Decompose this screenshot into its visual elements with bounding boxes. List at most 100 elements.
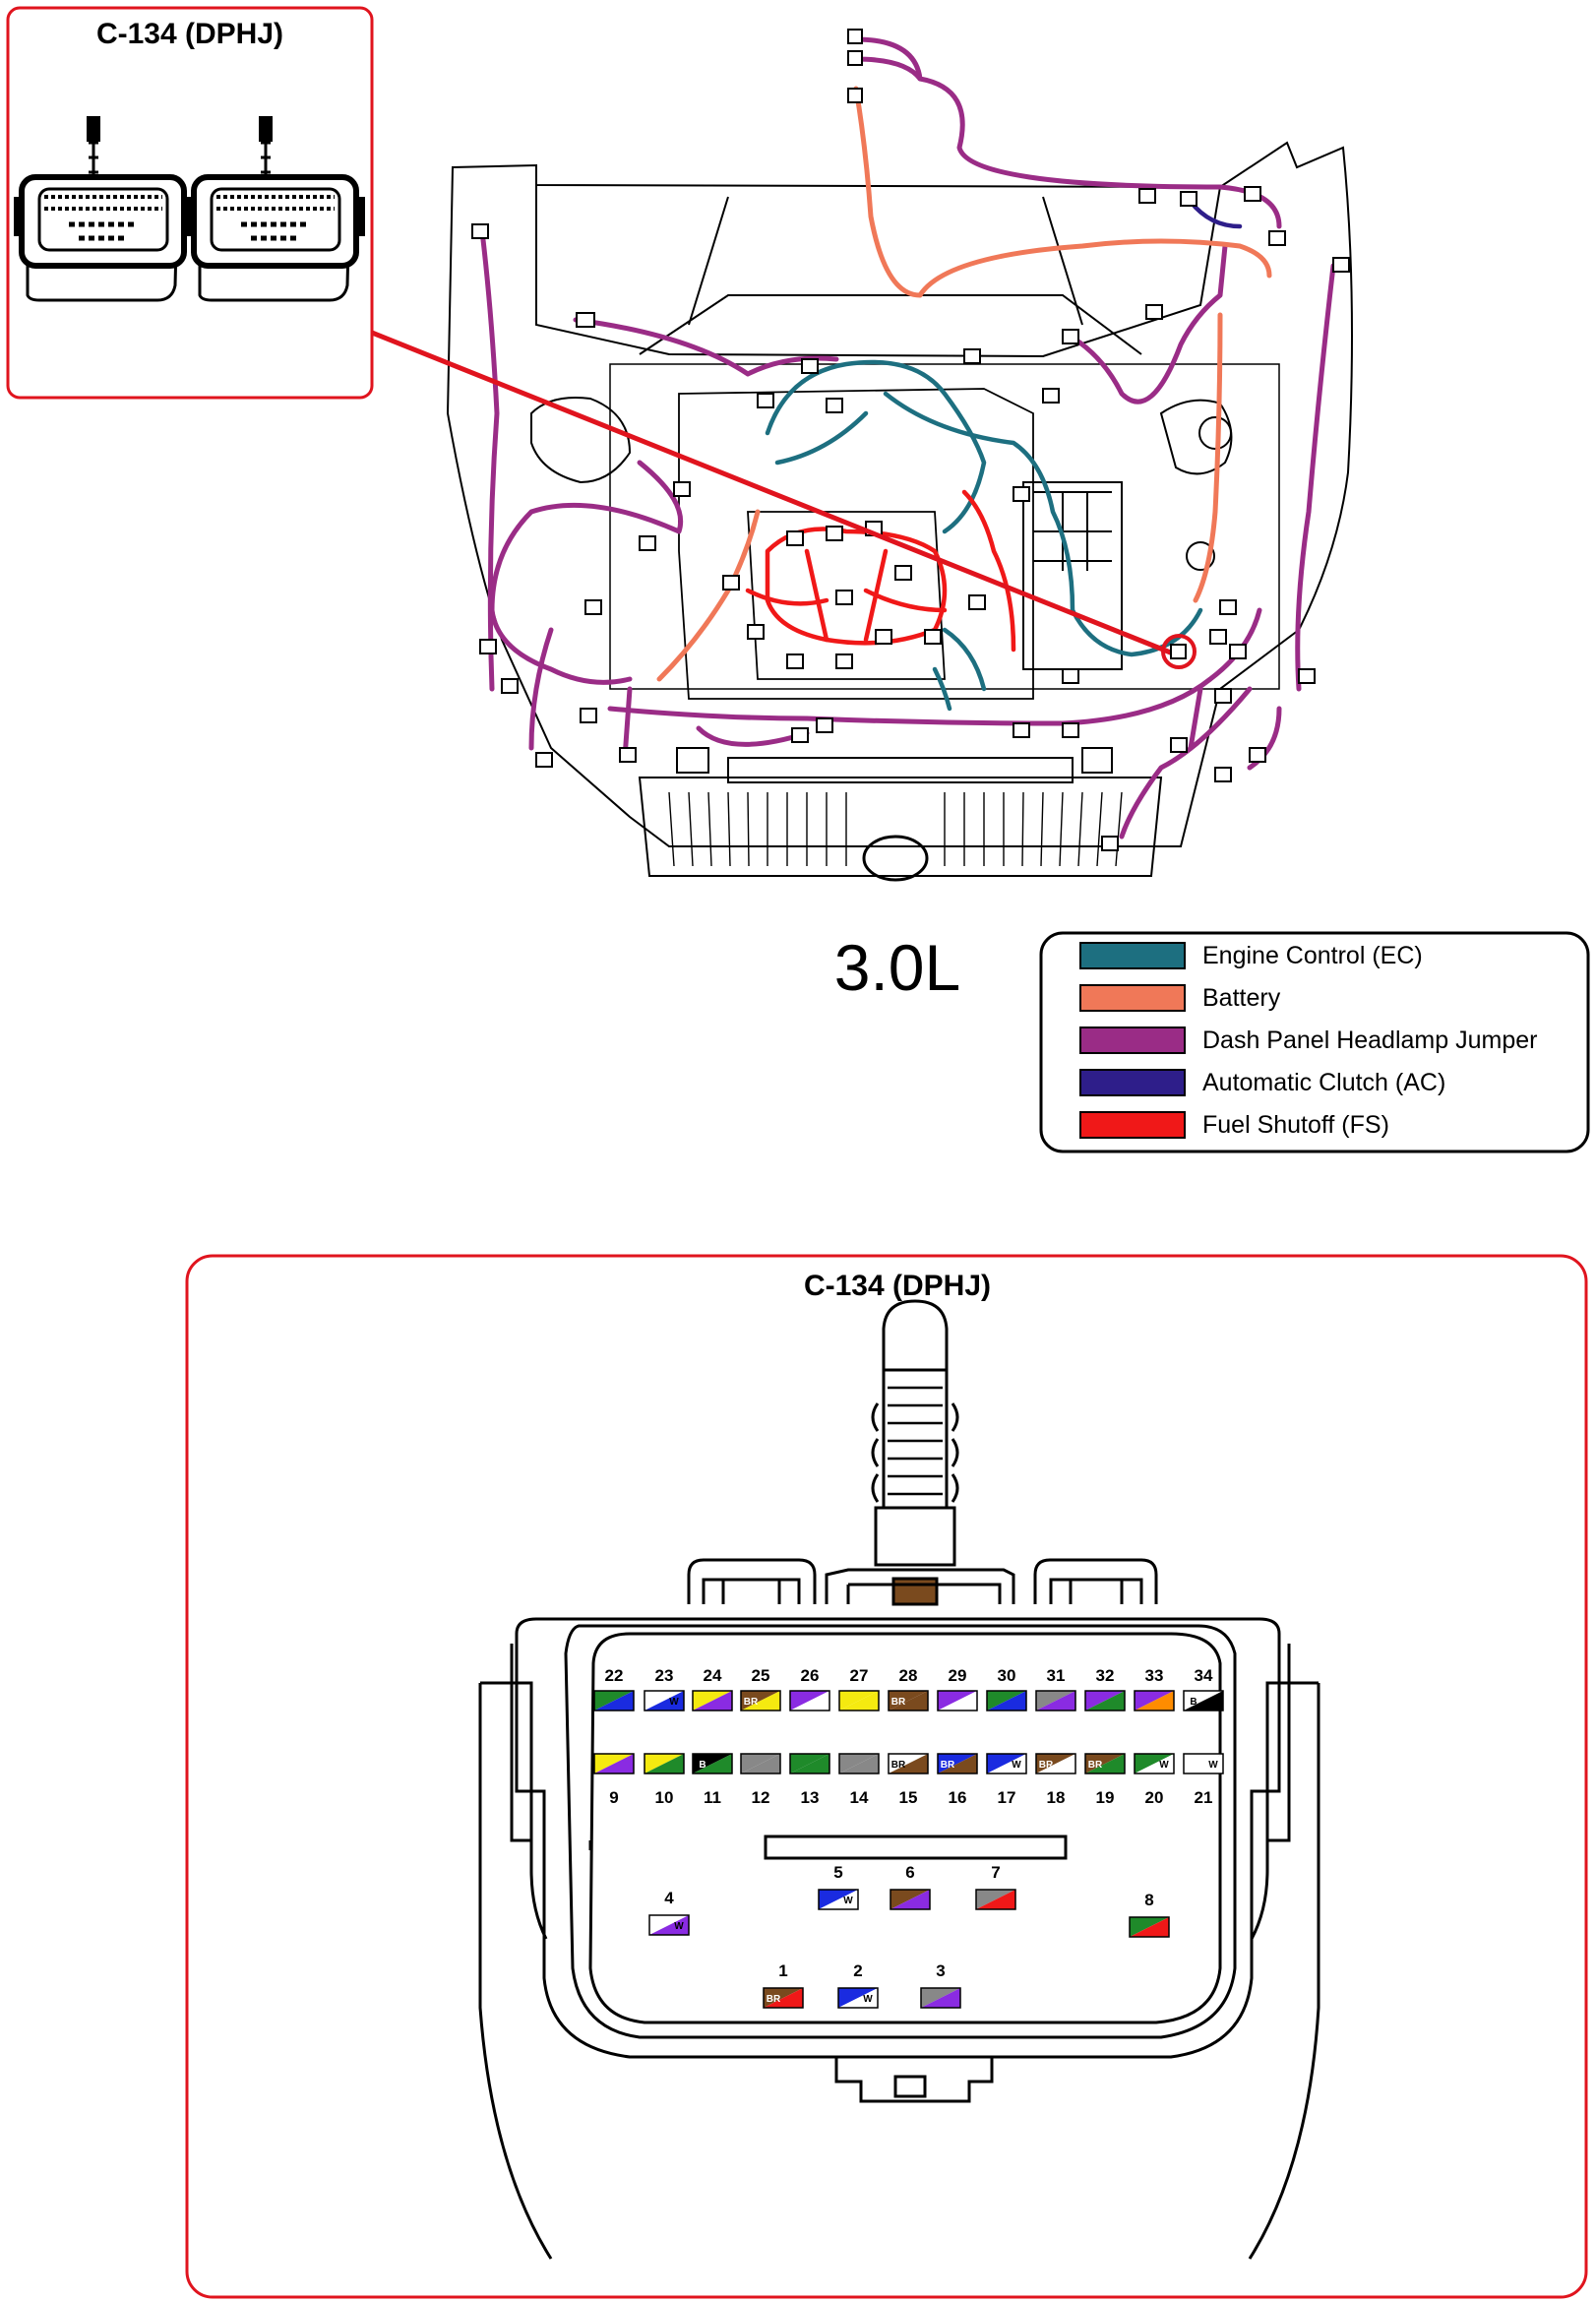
pin-color-secondary xyxy=(790,1754,829,1773)
pin-22: 22 xyxy=(593,1666,635,1711)
pin-number: 25 xyxy=(752,1666,770,1685)
connector-locator-circle xyxy=(1161,634,1197,669)
pin-number: 19 xyxy=(1096,1788,1115,1807)
pin-color-secondary xyxy=(1036,1754,1075,1773)
pin-number: 5 xyxy=(833,1863,842,1882)
pin-number: 8 xyxy=(1144,1891,1153,1909)
pin-outline xyxy=(1134,1690,1175,1711)
pin-32: 32 xyxy=(1084,1666,1126,1711)
pin-color-secondary xyxy=(693,1691,732,1711)
legend-label: Battery xyxy=(1202,984,1281,1012)
pin-color-secondary xyxy=(889,1691,928,1711)
pin-number: 15 xyxy=(899,1788,918,1807)
pin-outline xyxy=(1084,1753,1126,1774)
pin-color-code: BR xyxy=(891,1760,906,1771)
pin-2: W2 xyxy=(837,1961,879,2009)
pin-color-code: BR xyxy=(744,1697,759,1708)
pin-outline xyxy=(692,1753,733,1774)
pin-color-secondary xyxy=(790,1691,829,1711)
pin-outline xyxy=(838,1753,880,1774)
pin-outline xyxy=(648,1914,690,1936)
pin-4: W4 xyxy=(648,1889,690,1936)
pin-color-code: W xyxy=(1012,1760,1021,1771)
engine-bay xyxy=(446,141,1353,882)
pin-color-code: W xyxy=(1159,1760,1169,1771)
legend-swatch xyxy=(1079,1027,1186,1054)
pin-number: 6 xyxy=(905,1863,914,1882)
pin-outline xyxy=(593,1753,635,1774)
pin-number: 33 xyxy=(1145,1666,1164,1685)
pin-6: 6 xyxy=(890,1863,931,1910)
pin-number: 16 xyxy=(949,1788,967,1807)
pin-34: B34 xyxy=(1183,1666,1224,1711)
connector-panel-frame xyxy=(185,1254,1588,2299)
pin-27: 27 xyxy=(838,1666,880,1711)
pin-number: 4 xyxy=(664,1889,674,1907)
pin-14: 14 xyxy=(838,1753,880,1807)
pin-15: BR 15 xyxy=(888,1753,929,1807)
pin-color-secondary xyxy=(693,1754,732,1773)
pin-10: 10 xyxy=(644,1753,685,1807)
pin-number: 28 xyxy=(899,1666,918,1685)
pin-color-secondary xyxy=(839,1754,879,1773)
pin-color-code: W xyxy=(843,1896,853,1906)
pin-color-secondary xyxy=(1135,1754,1174,1773)
pin-outline xyxy=(593,1690,635,1711)
pin-color-secondary xyxy=(594,1691,634,1711)
pin-color-code: BR xyxy=(767,1994,781,2005)
pin-outline xyxy=(1129,1916,1170,1938)
leader-line xyxy=(371,330,1174,656)
pin-13: 13 xyxy=(789,1753,830,1807)
pin-number: 34 xyxy=(1195,1666,1213,1685)
pin-3: 3 xyxy=(920,1961,961,2009)
pin-26: 26 xyxy=(789,1666,830,1711)
pin-color-code: BR xyxy=(1088,1760,1103,1771)
engine-label: 3.0L xyxy=(834,931,960,1004)
legend-label: Engine Control (EC) xyxy=(1202,942,1423,969)
pin-number: 26 xyxy=(801,1666,820,1685)
pin-1: BR1 xyxy=(763,1961,804,2009)
pin-number: 30 xyxy=(998,1666,1016,1685)
pin-outline xyxy=(1183,1690,1224,1711)
wire-boot xyxy=(871,1299,959,1606)
pin-number: 14 xyxy=(850,1788,869,1807)
pin-color-code: W xyxy=(863,1994,873,2005)
legend-swatch xyxy=(1079,942,1186,969)
pin-number: 22 xyxy=(605,1666,624,1685)
legend-label: Automatic Clutch (AC) xyxy=(1202,1069,1445,1096)
pin-number: 27 xyxy=(850,1666,869,1685)
pin-number: 32 xyxy=(1096,1666,1115,1685)
pin-outline xyxy=(986,1753,1027,1774)
pin-outline xyxy=(1084,1690,1126,1711)
pin-9: 9 xyxy=(593,1753,635,1807)
pin-color-secondary xyxy=(1135,1691,1174,1711)
pin-outline xyxy=(986,1690,1027,1711)
pin-color-secondary xyxy=(1184,1754,1223,1773)
pin-33: 33 xyxy=(1134,1666,1175,1711)
pin-16: BR 16 xyxy=(937,1753,978,1807)
legend-entry: Automatic Clutch (AC) xyxy=(1079,1069,1445,1096)
pin-color-code: BR xyxy=(941,1760,955,1771)
pin-color-secondary xyxy=(645,1691,684,1711)
pin-number: 18 xyxy=(1047,1788,1066,1807)
pin-19: BR 19 xyxy=(1084,1753,1126,1807)
pin-7: 7 xyxy=(975,1863,1016,1910)
pin-color-secondary xyxy=(938,1691,977,1711)
pin-outline xyxy=(1035,1753,1076,1774)
pin-color-secondary xyxy=(741,1754,780,1773)
pin-number: 10 xyxy=(655,1788,674,1807)
pin-number: 9 xyxy=(609,1788,618,1807)
legend-label: Fuel Shutoff (FS) xyxy=(1202,1111,1389,1139)
legend-label: Dash Panel Headlamp Jumper xyxy=(1202,1027,1537,1054)
pin-color-secondary xyxy=(764,1988,803,2008)
pin-color-secondary xyxy=(987,1691,1026,1711)
pin-color-secondary xyxy=(1184,1691,1223,1711)
pin-outline xyxy=(644,1753,685,1774)
connector-housing xyxy=(478,1558,1320,2260)
connector-panel: C-134 (DPHJ) 22W xyxy=(185,1254,1588,2299)
pin-30: 30 xyxy=(986,1666,1027,1711)
legend-entry: Fuel Shutoff (FS) xyxy=(1079,1111,1389,1139)
pin-outline xyxy=(763,1987,804,2009)
